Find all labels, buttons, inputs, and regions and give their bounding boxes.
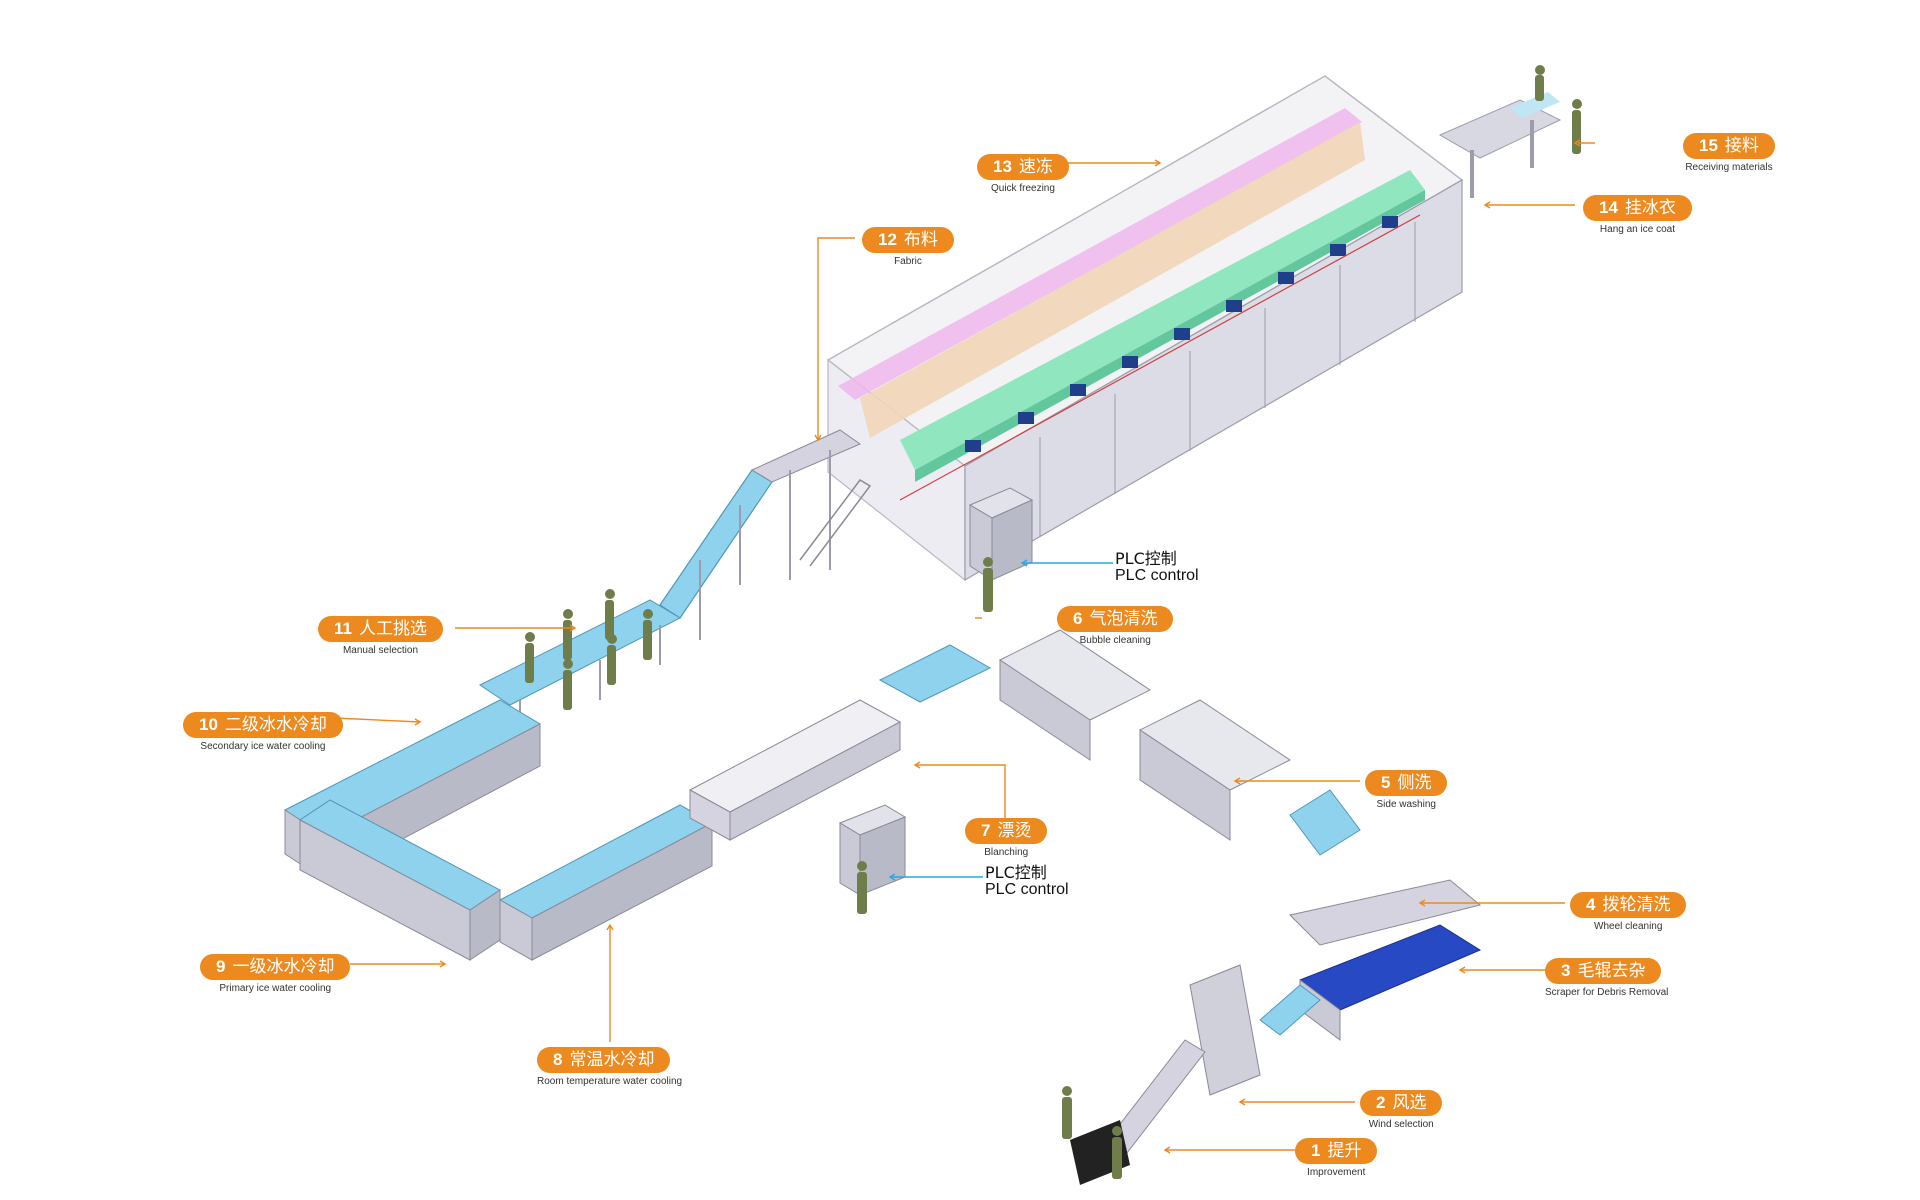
- wind-selection-and-lift: [1070, 964, 1321, 1185]
- plc-control-label-lower: PLC控制 PLC control: [985, 864, 1069, 898]
- blanching-machine: [688, 699, 902, 841]
- plc-cabinet-lower: [838, 804, 907, 896]
- step-5-english: Side washing: [1376, 799, 1436, 810]
- plc-upper-en: PLC control: [1115, 567, 1199, 584]
- plc-control-label-upper: PLC控制 PLC control: [1115, 550, 1199, 584]
- step-2-english: Wind selection: [1368, 1119, 1434, 1130]
- fabric-incline-conveyor: [659, 429, 872, 640]
- step-14-english: Hang an ice coat: [1599, 224, 1675, 235]
- wheel-cleaning-and-scraper: [1288, 879, 1482, 1041]
- step-1-english: Improvement: [1307, 1167, 1366, 1178]
- quick-freezing-tunnel: [826, 75, 1464, 582]
- callout-leader-lines: [334, 139, 1595, 1154]
- workers: [525, 65, 1582, 1179]
- step-13-english: Quick freezing: [991, 183, 1055, 194]
- step-7-english: Blanching: [984, 847, 1029, 858]
- step-3-english: Scraper for Debris Removal: [1545, 987, 1669, 998]
- plc-cabinet-upper: [968, 487, 1034, 581]
- step-9-english: Primary ice water cooling: [219, 983, 332, 994]
- step-15-english: Receiving materials: [1685, 162, 1773, 173]
- step-8-english: Room temperature water cooling: [537, 1076, 683, 1087]
- step-4-english: Wheel cleaning: [1594, 921, 1663, 932]
- receiving-conveyor: [1438, 92, 1562, 198]
- plc-pointer-lines: [888, 559, 1113, 881]
- primary-ice-water-cooling: [299, 799, 501, 961]
- side-washing-machine: [1139, 699, 1361, 856]
- plc-lower-zh: PLC控制: [985, 863, 1047, 882]
- plc-upper-zh: PLC控制: [1115, 549, 1177, 568]
- plc-lower-en: PLC control: [985, 881, 1069, 898]
- step-11-english: Manual selection: [342, 645, 419, 656]
- step-12-english: Fabric: [894, 256, 922, 267]
- step-6-english: Bubble cleaning: [1079, 635, 1151, 646]
- bubble-cleaning-machine: [878, 629, 1151, 761]
- room-temperature-water-cooling: [498, 804, 714, 961]
- step-10-english: Secondary ice water cooling: [200, 741, 326, 752]
